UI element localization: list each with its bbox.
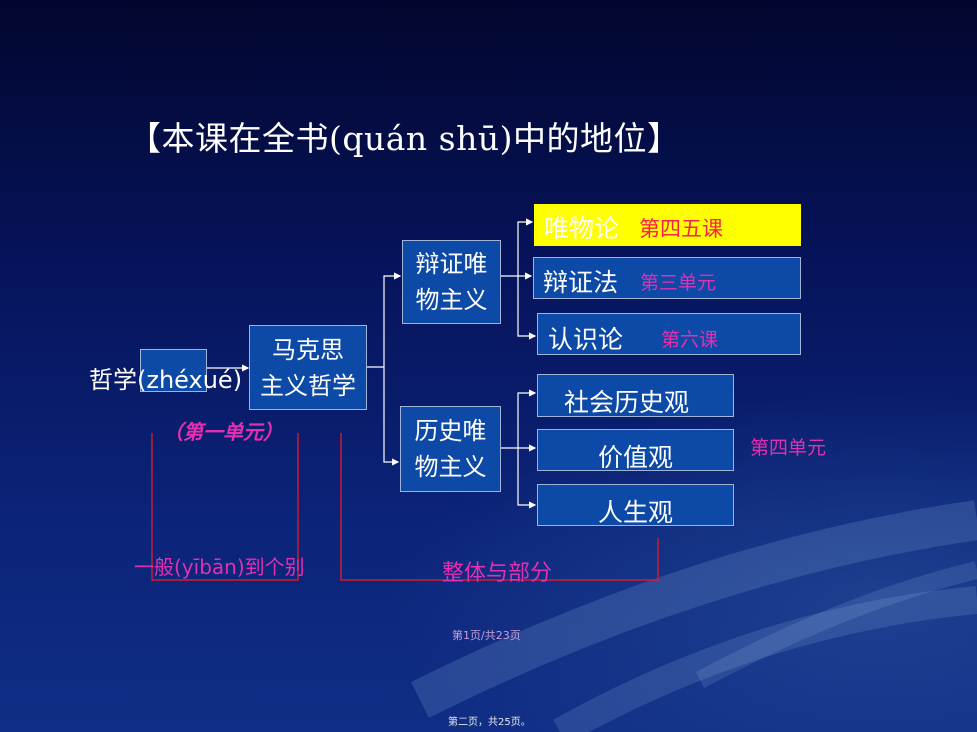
general-to-specific-label: 一般(yībān)到个别 (134, 555, 305, 579)
life-label: 人生观 (598, 498, 674, 527)
bracket-whole-and-part (340, 433, 659, 581)
historical-line1: 历史唯 (414, 417, 487, 445)
root-box (140, 349, 207, 392)
whole-and-part-label: 整体与部分 (442, 561, 553, 586)
dialectical-line2: 物主义 (415, 286, 488, 314)
root-unit-label: （第一单元） (163, 420, 283, 444)
materialism-box: 唯物论 第四五课 (534, 204, 801, 246)
arrow-to-dialectical (366, 272, 402, 368)
arrow-to-epistemology (517, 276, 537, 340)
unit4-note: 第四单元 (750, 437, 827, 459)
dialectical-line1: 辩证唯 (415, 250, 488, 278)
marxism-line2: 主义哲学 (260, 371, 356, 400)
root-label: 哲学(zhéxué) (89, 366, 243, 394)
materialism-label: 唯物论 (544, 214, 620, 243)
bracket-general-to-specific (151, 433, 299, 581)
arrow-to-materialism (517, 218, 534, 276)
bottom-footer: 第二页，共25页。 (448, 717, 531, 728)
social-history-label: 社会历史观 (564, 388, 690, 417)
epistemology-box: 认识论 第六课 (537, 313, 801, 355)
arrow-to-social-history (517, 389, 537, 448)
historical-materialism-box: 历史唯 物主义 (400, 406, 501, 492)
dialectics-note: 第三单元 (640, 272, 717, 294)
dialectical-materialism-box: 辩证唯 物主义 (402, 240, 501, 324)
marxism-box: 马克思 主义哲学 (249, 325, 367, 410)
life-box: 人生观 (537, 484, 734, 527)
arrow-to-life (517, 448, 537, 509)
social-history-box: 社会历史观 (537, 374, 734, 417)
materialism-note: 第四五课 (639, 217, 723, 241)
marxism-line1: 马克思 (272, 335, 344, 364)
values-box: 价值观 (537, 429, 734, 472)
values-label: 价值观 (598, 443, 674, 472)
dialectics-label: 辩证法 (543, 268, 619, 297)
slide-title: 【本课在全书(quán shū)中的地位】 (128, 119, 681, 158)
epistemology-label: 认识论 (548, 325, 624, 354)
page-count: 第1页/共23页 (452, 629, 521, 642)
dialectics-box: 辩证法 第三单元 (533, 257, 801, 299)
epistemology-note: 第六课 (661, 329, 719, 351)
historical-line2: 物主义 (414, 453, 487, 481)
arrow-to-historical (383, 367, 400, 466)
